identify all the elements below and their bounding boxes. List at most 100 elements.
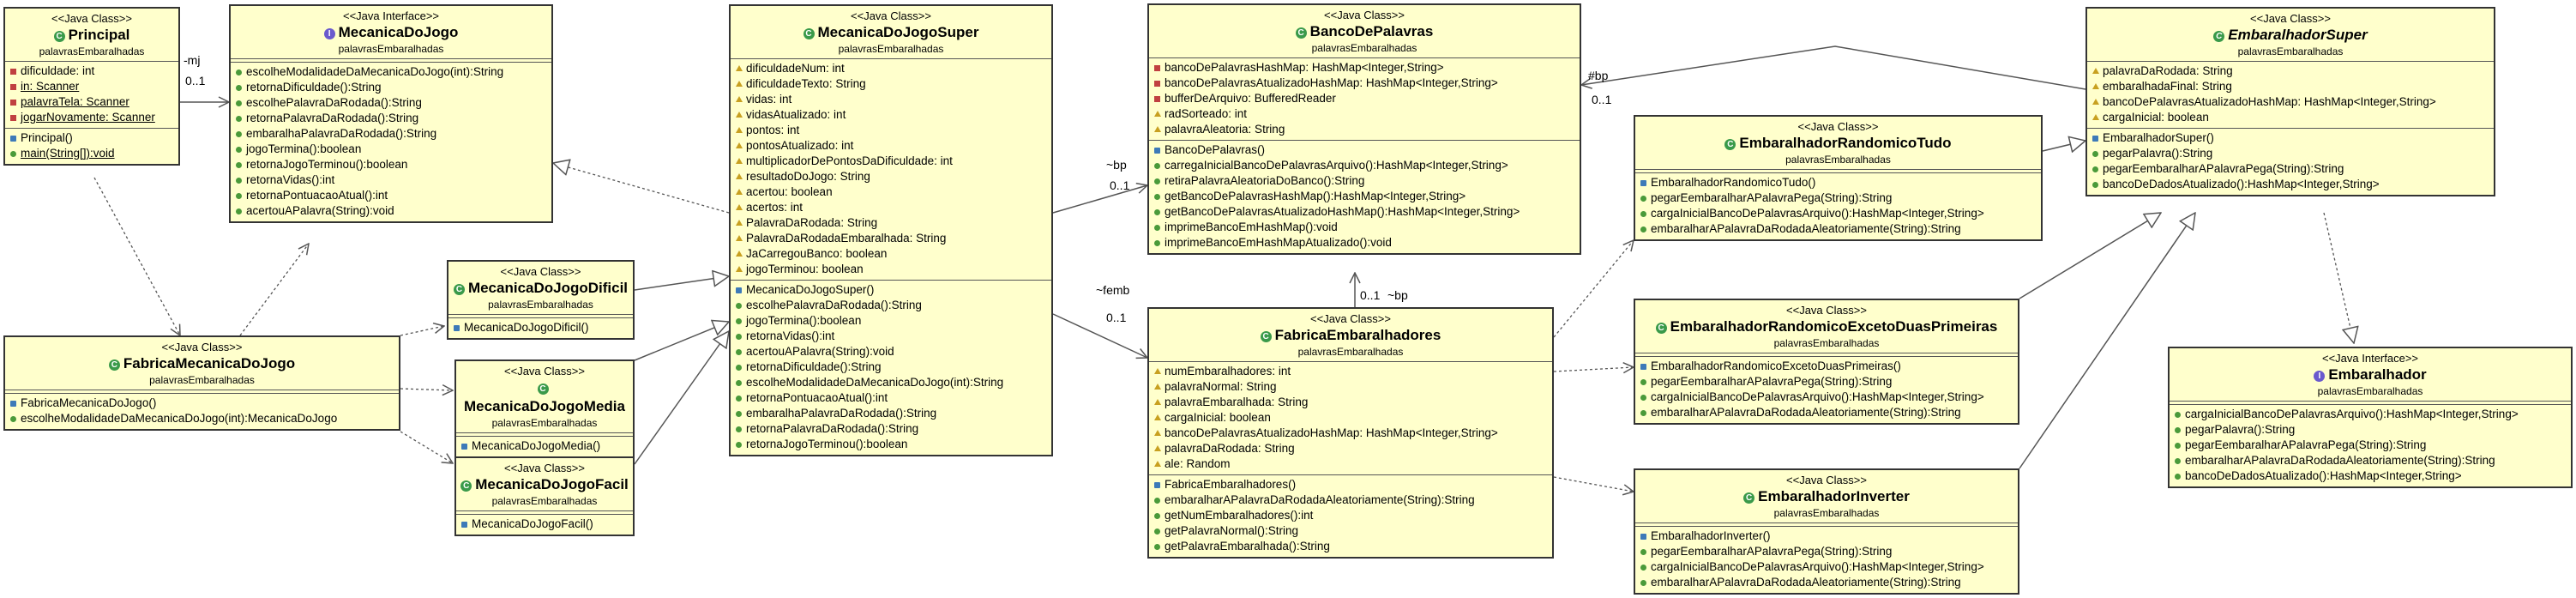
dep-fabrica-dificil (400, 326, 444, 336)
operation: MecanicaDoJogoMedia() (460, 438, 629, 454)
operation: acertouAPalavra(String):void (234, 203, 548, 219)
operation: cargaInicialBancoDePalavrasArquivo():Has… (1639, 206, 2037, 221)
multiplicity-label-bp-embsuper: 0..1 (1592, 93, 1612, 106)
operations-section: Principal() main(String[]):void (5, 128, 178, 164)
attribute: embaralhadaFinal: String (2091, 79, 2490, 94)
class-name: EmbaralhadorRandomicoTudo (1739, 135, 1952, 151)
class-mecanica-do-jogo-media[interactable]: <<Java Class>> CMecanicaDoJogoMedia pala… (454, 359, 635, 458)
attribute: bufferDeArquivo: BufferedReader (1153, 91, 1576, 106)
attributes-section: bancoDePalavrasHashMap: HashMap<Integer,… (1149, 58, 1580, 140)
attribute: multiplicadorDePontosDaDificuldade: int (734, 154, 1048, 169)
role-label-mj: -mj (184, 53, 201, 67)
operation: pegarEembaralharAPalavraPega(String):Str… (2091, 161, 2490, 177)
operation: FabricaEmbaralhadores() (1153, 477, 1549, 492)
class-icon: C (1655, 323, 1667, 334)
class-name: Principal (68, 27, 130, 43)
class-icon: C (537, 384, 549, 395)
operation: embaralharAPalavraDaRodadaAleatoriamente… (1639, 221, 2037, 237)
realize-mecanicasuper (553, 163, 730, 214)
attribute: vidas: int (734, 92, 1048, 107)
operation: jogoTermina():boolean (234, 142, 548, 157)
operation: cargaInicialBancoDePalavrasArquivo():Has… (1639, 390, 2014, 405)
gen-tudo-embsuper (2042, 141, 2085, 151)
operation: retornaVidas():int (234, 172, 548, 188)
operation: retornaDificuldade():String (234, 80, 548, 95)
class-name: EmbaralhadorSuper (2228, 27, 2368, 43)
operation: pegarEembaralharAPalavraPega(String):Str… (2173, 438, 2567, 453)
class-icon: C (1743, 492, 1755, 504)
operation: main(String[]):void (9, 146, 175, 161)
attribute: palavraEmbaralhada: String (1153, 395, 1549, 410)
operation: imprimeBancoEmHashMapAtualizado():void (1153, 235, 1576, 251)
operations-section: EmbaralhadorInverter() pegarEembaralharA… (1635, 526, 2018, 593)
attribute: jogoTerminou: boolean (734, 262, 1048, 277)
attribute: JaCarregouBanco: boolean (734, 246, 1048, 262)
attribute: radSorteado: int (1153, 106, 1576, 122)
operations-section: EmbaralhadorRandomicoExcetoDuasPrimeiras… (1635, 356, 2018, 423)
class-icon: C (2213, 31, 2225, 42)
class-icon: C (53, 31, 65, 42)
operations-section: FabricaMecanicaDoJogo() escolheModalidad… (5, 393, 399, 429)
attribute: cargaInicial: boolean (1153, 410, 1549, 426)
class-name: MecanicaDoJogoMedia (464, 398, 625, 414)
operation: retornaPalavraDaRodada():String (734, 421, 1048, 437)
class-header: <<Java Class>> CMecanicaDoJogoMedia pala… (456, 361, 633, 433)
interface-icon: I (2314, 371, 2326, 382)
operation: MecanicaDoJogoDificil() (452, 320, 629, 335)
class-name: FabricaMecanicaDoJogo (123, 355, 296, 371)
attributes-section: dificuldade: int in: Scanner palavraTela… (5, 62, 178, 128)
operations-section: BancoDePalavras() carregaInicialBancoDeP… (1149, 140, 1580, 253)
attribute: palavraDaRodada: String (1153, 441, 1549, 456)
class-icon: C (108, 359, 120, 371)
operation: retornaJogoTerminou():boolean (734, 437, 1048, 452)
operations-section: MecanicaDoJogoDificil() (448, 317, 633, 338)
operation: pegarPalavra():String (2091, 146, 2490, 161)
operation: embaralharAPalavraDaRodadaAleatoriamente… (2173, 453, 2567, 468)
operation: embaralharAPalavraDaRodadaAleatoriamente… (1639, 575, 2014, 590)
operation: pegarEembaralharAPalavraPega(String):Str… (1639, 190, 2037, 206)
operation: embaralhaPalavraDaRodada():String (734, 406, 1048, 421)
operation: escolhePalavraDaRodada():String (734, 298, 1048, 313)
operation: bancoDeDadosAtualizado():HashMap<Integer… (2091, 177, 2490, 192)
class-icon: C (803, 28, 815, 39)
operations-section: EmbaralhadorSuper() pegarPalavra():Strin… (2087, 128, 2494, 195)
operation: Principal() (9, 130, 175, 146)
operation: MecanicaDoJogoSuper() (734, 282, 1048, 298)
operation: escolheModalidadeDaMecanicaDoJogo(int):M… (9, 411, 395, 426)
operation: embaralhaPalavraDaRodada():String (234, 126, 548, 142)
dep-fabricaemb-inverter (1553, 476, 1634, 492)
operation: MecanicaDoJogoFacil() (460, 516, 629, 532)
multiplicity-label-mj: 0..1 (185, 74, 206, 88)
attributes-section: numEmbaralhadores: int palavraNormal: St… (1149, 362, 1552, 474)
attribute: cargaInicial: boolean (2091, 110, 2490, 125)
class-icon: C (453, 284, 465, 295)
operation: escolheModalidadeDaMecanicaDoJogo(int):S… (734, 375, 1048, 390)
attribute: dificuldadeNum: int (734, 61, 1048, 76)
operation: escolhePalavraDaRodada():String (234, 95, 548, 111)
operations-section: FabricaEmbaralhadores() embaralharAPalav… (1149, 474, 1552, 557)
operation: EmbaralhadorSuper() (2091, 130, 2490, 146)
class-name: MecanicaDoJogoSuper (817, 24, 979, 40)
role-label-bp-fabrica: ~bp (1387, 288, 1408, 302)
operation: getPalavraEmbaralhada():String (1153, 539, 1549, 554)
